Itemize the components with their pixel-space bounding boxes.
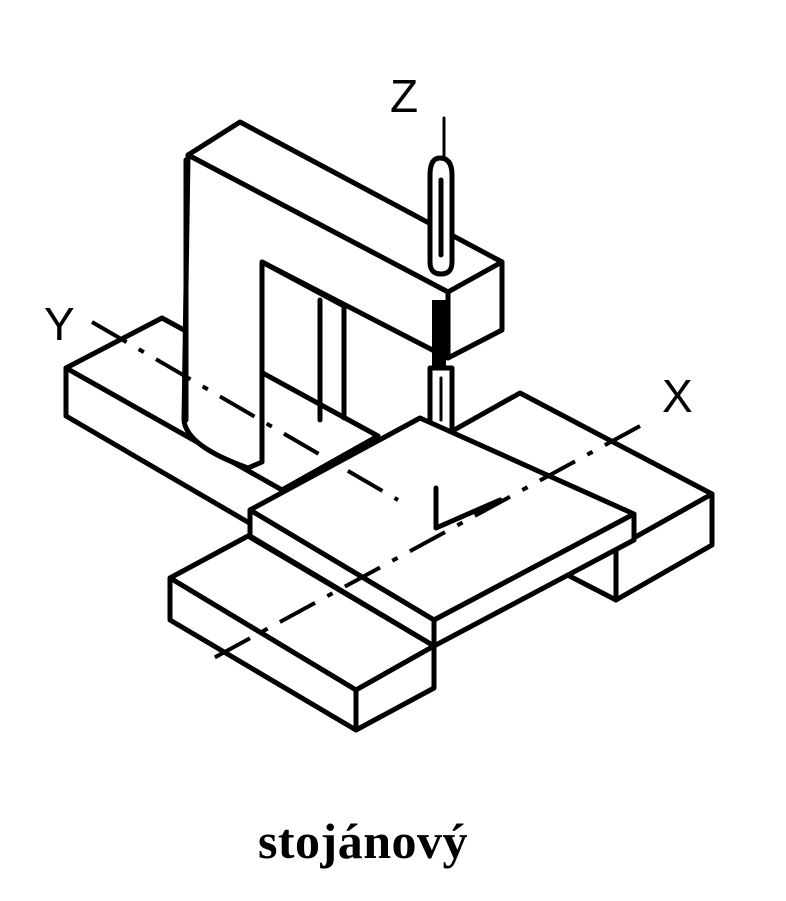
work-table <box>247 415 637 649</box>
base-slab <box>167 533 437 733</box>
column-frame <box>181 119 505 471</box>
axis-label-z: Z <box>390 70 418 122</box>
axis-label-x: X <box>662 370 693 422</box>
x-axis-line <box>209 424 641 662</box>
axis-lines <box>90 320 641 662</box>
diagram-caption: stojánový <box>257 813 469 869</box>
axis-label-y: Y <box>44 298 75 350</box>
y-axis-line <box>90 320 400 502</box>
